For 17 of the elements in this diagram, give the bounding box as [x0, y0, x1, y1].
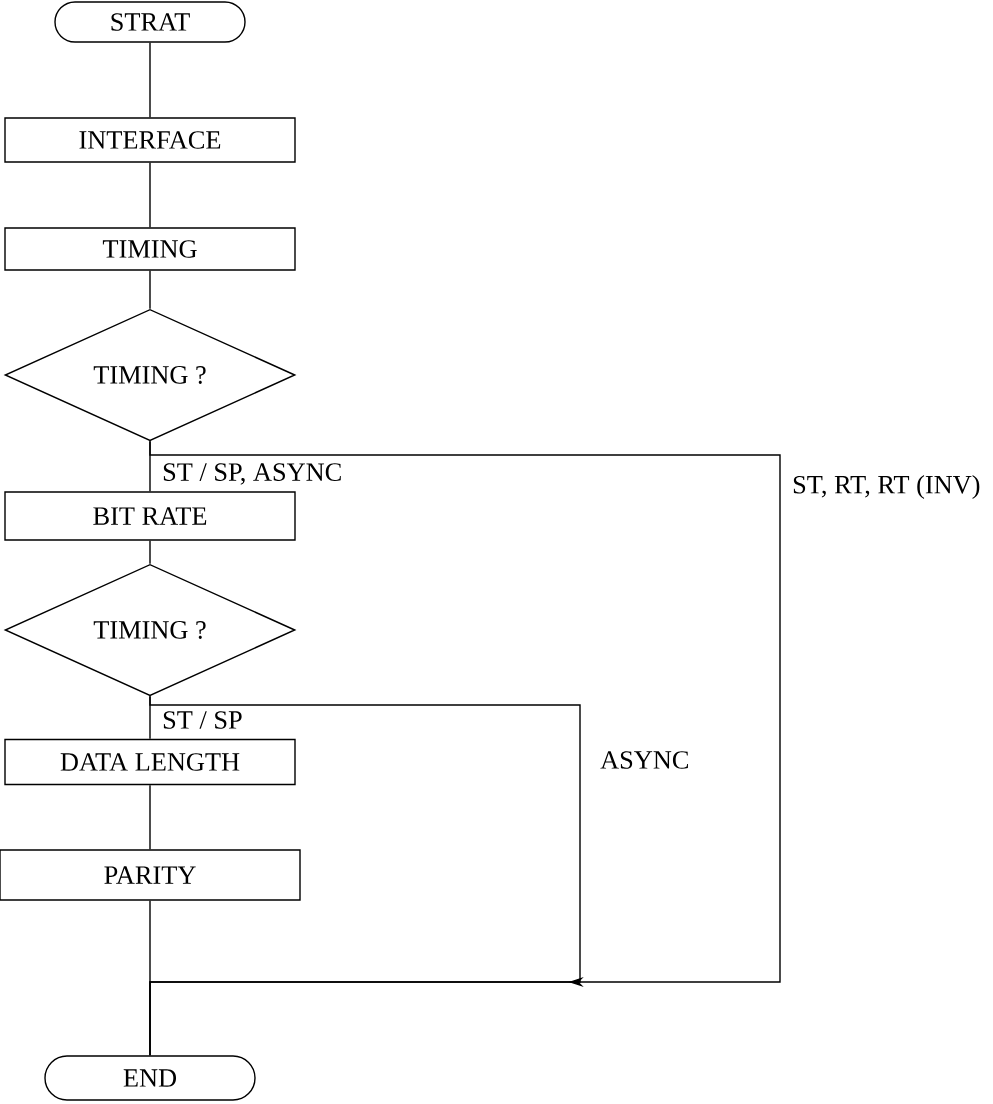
process-box: BIT RATE — [4, 491, 296, 541]
connector-line — [149, 540, 151, 565]
connector-line — [149, 42, 151, 118]
process-box: TIMING — [4, 227, 296, 271]
connector-line — [149, 270, 151, 310]
terminal-box: STRAT — [54, 1, 246, 43]
connector-line — [149, 784, 151, 850]
connector-line — [149, 162, 151, 228]
edge-label: ST / SP — [160, 709, 245, 731]
connector-line — [149, 900, 151, 1056]
edge-label: ST / SP, ASYNC — [160, 461, 345, 487]
process-box: INTERFACE — [4, 117, 296, 163]
terminal-box: END — [44, 1055, 256, 1101]
process-box: DATA LENGTH — [4, 738, 296, 786]
edge-label: ST, RT, RT (INV) — [790, 473, 983, 501]
edge-label: ASYNC — [598, 749, 692, 771]
process-box: PARITY — [0, 849, 301, 901]
